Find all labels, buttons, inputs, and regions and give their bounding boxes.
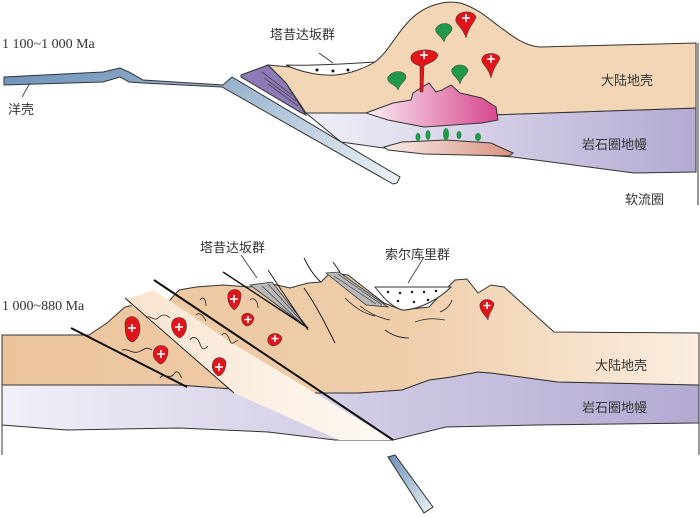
thrust-fault [70,327,188,388]
granite-cross-icon [128,295,491,371]
mafic-intrusion [387,71,407,91]
basin-tashidaban [285,61,376,76]
fault [267,269,309,331]
leader-line [240,254,258,279]
granite-intrusion [481,53,501,79]
fault [303,287,336,344]
label-lithospheric-mantle-bottom: 岩石圈地幔 [582,401,648,416]
detached-slab [387,454,434,514]
continental-crust [1,272,700,394]
sediment-dots [386,289,438,304]
mafic-melt-blob [415,133,421,141]
mafic-melt-blob [443,128,449,140]
sediment-dot [346,68,350,72]
granite-intrusion [455,11,477,39]
fold-squiggles [121,297,453,379]
sediment-dot [331,69,335,73]
tashidaban-thrust-sheet [248,281,309,329]
mantle-melt-lens [382,139,514,157]
mafic-intrusion [435,23,453,43]
leader-line [318,52,334,64]
top-age-label: 1 100~1 000 Ma [2,37,95,52]
top-panel [3,1,699,205]
wedge-foliation [261,71,299,107]
leader-line [407,256,425,284]
fault [303,257,322,283]
label-lithospheric-mantle-top: 岩石圈地幔 [582,138,648,153]
mafic-melt-blob [456,131,462,139]
basin-suoerkuli [373,286,453,311]
label-suoerkuli: 索尔库里群 [385,248,451,263]
bottom-panel [1,254,700,514]
mafic-melt-blob [475,133,481,141]
faults [70,257,394,441]
mafic-intrusions [387,23,469,91]
fault [222,271,309,329]
label-tashidaban-top: 塔昔达坂群 [270,28,336,43]
mafic-intrusion [451,64,469,85]
leader-line [21,82,31,98]
granite-cross-icon [420,14,495,63]
mafic-melt-blob [425,130,431,140]
label-tashidaban-bottom: 塔昔达坂群 [200,241,266,256]
sediment-dot [315,68,319,72]
underthrust-wedge [125,290,393,440]
fault [332,261,341,273]
label-continental-crust-top: 大陆地壳 [601,74,654,89]
accretionary-wedge [240,64,308,117]
label-continental-crust-bottom: 大陆地壳 [595,359,648,374]
fault [124,297,235,394]
granite-intrusion [410,49,439,93]
granite-intrusion [479,299,495,321]
label-asthenosphere: 软流圈 [625,193,665,208]
granite-intrusions [410,11,501,93]
bottom-age-label: 1 000~880 Ma [2,299,85,314]
magma-chamber [364,82,499,128]
thrust-fault [153,279,394,441]
sheet-foliation [261,273,383,325]
label-oceanic-crust: 洋壳 [8,103,35,118]
oceanic-slab [3,67,401,185]
mafic-melts [415,128,481,141]
